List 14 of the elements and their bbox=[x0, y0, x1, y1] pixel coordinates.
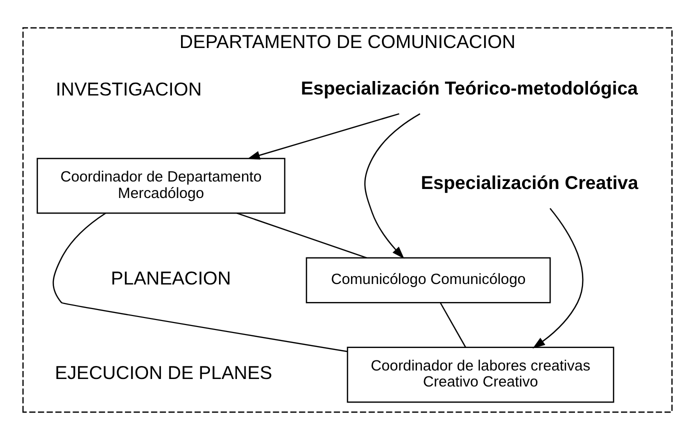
connector bbox=[440, 302, 466, 348]
node-box: Comunicólogo Comunicólogo bbox=[306, 257, 551, 304]
arrow bbox=[247, 113, 400, 160]
label: EJECUCION DE PLANES bbox=[54, 362, 272, 384]
label: INVESTIGACION bbox=[56, 78, 202, 100]
node-text: Especialización Teórico-metodológica bbox=[300, 77, 638, 98]
label: PLANEACION bbox=[110, 268, 231, 289]
node-box: Coordinador de Departamento Mercadólogo bbox=[36, 158, 286, 214]
arrow bbox=[364, 113, 420, 259]
connector bbox=[236, 212, 367, 258]
node-box: Coordinador de labores creativas Creativo Creativo bbox=[346, 346, 614, 403]
node-text: Especialización Creativa bbox=[420, 172, 638, 193]
connector bbox=[52, 212, 348, 352]
arrow bbox=[532, 208, 584, 348]
